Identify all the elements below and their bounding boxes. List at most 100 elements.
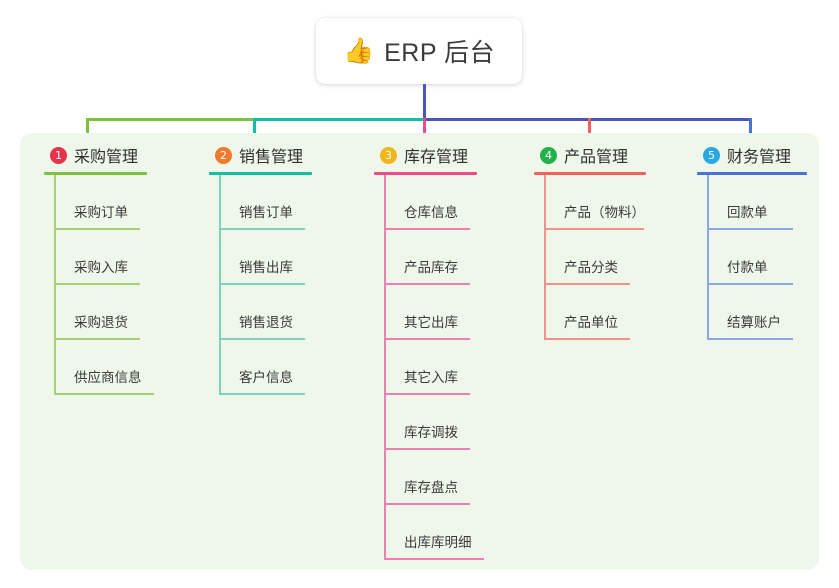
leaf-label: 产品分类 <box>564 260 618 275</box>
bar-segment-teal <box>252 118 426 121</box>
leaf-underline <box>707 228 793 230</box>
column-underline <box>697 172 807 175</box>
leaf-underline <box>54 283 140 285</box>
leaf-item[interactable]: 采购订单 <box>54 175 147 230</box>
leaf-item[interactable]: 销售退货 <box>219 285 312 340</box>
leaf-item[interactable]: 销售出库 <box>219 230 312 285</box>
leaf-underline <box>384 503 470 505</box>
leaf-label: 销售退货 <box>239 315 293 330</box>
column-title: 产品管理 <box>564 149 629 166</box>
leaf-label: 采购入库 <box>74 260 128 275</box>
leaf-item[interactable]: 产品单位 <box>544 285 646 340</box>
leaf-label: 客户信息 <box>239 370 293 385</box>
leaf-label: 付款单 <box>727 260 768 275</box>
leaf-item[interactable]: 采购退货 <box>54 285 147 340</box>
leaf-label: 出库库明细 <box>404 535 472 550</box>
leaf-item[interactable]: 采购入库 <box>54 230 147 285</box>
leaf-item[interactable]: 产品分类 <box>544 230 646 285</box>
leaf-list: 产品（物料） 产品分类产品单位 <box>544 175 646 340</box>
leaf-stem-line <box>544 175 546 340</box>
leaf-list: 回款单付款单结算账户 <box>707 175 807 340</box>
leaf-label: 库存调拨 <box>404 425 458 440</box>
column-4: 4 产品管理产品（物料） 产品分类产品单位 <box>534 142 646 340</box>
column-underline <box>374 172 477 175</box>
column-underline <box>534 172 646 175</box>
bar-segment-green <box>85 118 256 121</box>
badge-number-3: 3 <box>380 146 397 164</box>
leaf-label: 产品单位 <box>564 315 618 330</box>
leaf-item[interactable]: 库存盘点 <box>384 450 477 505</box>
badge-number-4: 4 <box>540 146 557 164</box>
column-header-1[interactable]: 1 采购管理 <box>44 142 147 168</box>
leaf-item[interactable]: 出库库明细 <box>384 505 484 560</box>
leaf-list: 采购订单采购入库采购退货供应商信息 <box>54 175 154 395</box>
leaf-underline <box>54 393 154 395</box>
leaf-stem-line <box>384 175 386 560</box>
leaf-underline <box>384 338 470 340</box>
leaf-item[interactable]: 回款单 <box>707 175 807 230</box>
leaf-label: 库存盘点 <box>404 480 458 495</box>
leaf-label: 销售订单 <box>239 205 293 220</box>
leaf-item[interactable]: 付款单 <box>707 230 807 285</box>
leaf-item[interactable]: 产品库存 <box>384 230 477 285</box>
column-underline <box>209 172 312 175</box>
leaf-underline <box>219 228 305 230</box>
bar-segment-indigo <box>422 118 752 121</box>
leaf-underline <box>219 338 305 340</box>
root-title: ERP 后台 <box>384 39 496 67</box>
column-title: 采购管理 <box>74 149 139 166</box>
leaf-label: 产品库存 <box>404 260 458 275</box>
leaf-label: 其它出库 <box>404 315 458 330</box>
badge-number-2: 2 <box>215 146 232 164</box>
diagram-panel <box>20 133 819 570</box>
leaf-underline <box>707 338 793 340</box>
leaf-stem-line <box>707 175 709 340</box>
column-title: 财务管理 <box>727 149 792 166</box>
leaf-item[interactable]: 销售订单 <box>219 175 312 230</box>
leaf-item[interactable]: 供应商信息 <box>54 340 154 395</box>
leaf-label: 其它入库 <box>404 370 458 385</box>
leaf-underline <box>384 283 470 285</box>
leaf-item[interactable]: 仓库信息 <box>384 175 477 230</box>
leaf-item[interactable]: 其它出库 <box>384 285 477 340</box>
leaf-item[interactable]: 库存调拨 <box>384 395 477 450</box>
leaf-label: 采购退货 <box>74 315 128 330</box>
root-trunk-line <box>422 84 426 121</box>
leaf-item[interactable]: 其它入库 <box>384 340 477 395</box>
column-header-5[interactable]: 5 财务管理 <box>697 142 807 168</box>
column-1: 1 采购管理采购订单采购入库采购退货供应商信息 <box>44 142 154 395</box>
leaf-underline <box>219 393 305 395</box>
column-header-4[interactable]: 4 产品管理 <box>534 142 646 168</box>
leaf-label: 供应商信息 <box>74 370 142 385</box>
leaf-label: 仓库信息 <box>404 205 458 220</box>
leaf-underline <box>544 228 644 230</box>
leaf-list: 销售订单销售出库销售退货客户信息 <box>219 175 312 395</box>
badge-number-5: 5 <box>703 146 720 164</box>
leaf-underline <box>384 393 470 395</box>
leaf-label: 回款单 <box>727 205 768 220</box>
leaf-stem-line <box>219 175 221 395</box>
leaf-list: 仓库信息产品库存其它出库其它入库库存调拨库存盘点出库库明细 <box>384 175 484 560</box>
leaf-stem-line <box>54 175 56 395</box>
leaf-label: 采购订单 <box>74 205 128 220</box>
leaf-underline <box>544 283 630 285</box>
leaf-underline <box>54 338 140 340</box>
column-5: 5 财务管理回款单付款单结算账户 <box>697 142 807 340</box>
leaf-label: 产品（物料） <box>564 205 645 220</box>
leaf-item[interactable]: 客户信息 <box>219 340 312 395</box>
leaf-underline <box>384 228 470 230</box>
leaf-underline <box>384 558 484 560</box>
leaf-underline <box>384 448 470 450</box>
leaf-label: 结算账户 <box>727 315 781 330</box>
badge-number-1: 1 <box>50 146 67 164</box>
column-underline <box>44 172 147 175</box>
leaf-item[interactable]: 结算账户 <box>707 285 807 340</box>
leaf-item[interactable]: 产品（物料） <box>544 175 646 230</box>
leaf-underline <box>219 283 305 285</box>
root-node[interactable]: 👍 ERP 后台 <box>316 18 522 84</box>
leaf-underline <box>54 228 140 230</box>
